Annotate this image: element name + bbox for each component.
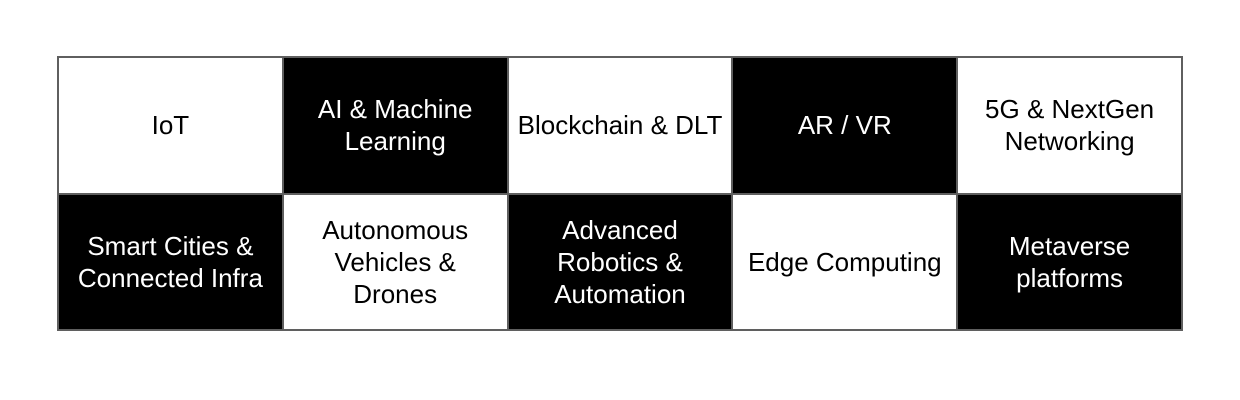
grid-cell-blockchain-dlt: Blockchain & DLT	[508, 58, 732, 193]
grid-cell-autonomous-vehicles: Autonomous Vehicles & Drones	[283, 194, 507, 329]
grid-cell-ar-vr: AR / VR	[733, 58, 957, 193]
grid-cell-5g-nextgen: 5G & NextGen Networking	[958, 58, 1181, 193]
grid-cell-advanced-robotics: Advanced Robotics & Automation	[508, 194, 732, 329]
technology-topics-table: IoT AI & Machine Learning Blockchain & D…	[57, 56, 1183, 331]
grid-cell-iot: IoT	[59, 58, 282, 193]
grid-cell-metaverse-platforms: Metaverse platforms	[958, 194, 1181, 329]
grid-cell-smart-cities: Smart Cities & Connected Infra	[59, 194, 282, 329]
grid-cell-ai-machine-learning: AI & Machine Learning	[283, 58, 507, 193]
grid-cell-edge-computing: Edge Computing	[733, 194, 957, 329]
